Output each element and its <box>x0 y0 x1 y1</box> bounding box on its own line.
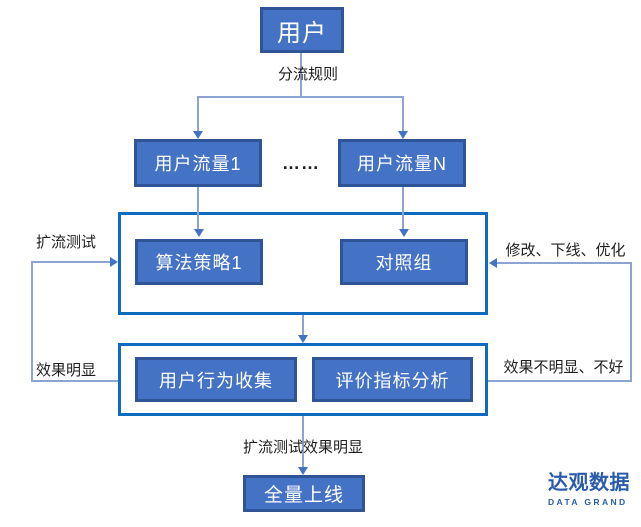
label-split-rule: 分流规则 <box>277 66 338 83</box>
node-traffic-1: 用户流量1 <box>134 139 262 187</box>
loop-left-bottom-horizontal <box>31 380 118 382</box>
label-expand-test-effect-obvious: 扩流测试效果明显 <box>242 439 363 456</box>
ellipsis-between-traffic-nodes: …… <box>282 152 320 173</box>
arrowhead-into-strategy1 <box>194 229 204 237</box>
connector-user-to-split <box>300 53 302 97</box>
node-full-launch: 全量上线 <box>243 475 365 512</box>
loop-right-top-horizontal <box>497 262 631 264</box>
strategy-group-frame <box>118 212 488 315</box>
loop-right-bottom-horizontal <box>488 380 632 382</box>
arrowhead-into-trafficN <box>398 131 408 139</box>
node-user: 用户 <box>260 7 344 53</box>
node-user-behavior-collection: 用户行为收集 <box>135 357 297 402</box>
logo-subtitle: DATA GRAND <box>548 497 628 507</box>
logo-name: 达观数据 <box>548 472 630 494</box>
node-algorithm-strategy-1: 算法策略1 <box>135 239 263 285</box>
datagrand-logo: 达观数据 DATA GRAND <box>548 472 638 507</box>
arrowhead-into-traffic1 <box>193 131 203 139</box>
label-effect-not-obvious: 效果不明显、不好 <box>503 359 624 376</box>
label-modify-offline-optimize: 修改、下线、优化 <box>505 242 626 259</box>
loop-left-top-horizontal <box>31 261 110 263</box>
connector-split-to-traffic1 <box>197 96 199 132</box>
label-effect-obvious: 效果明显 <box>35 362 96 379</box>
node-evaluation-metric-analysis: 评价指标分析 <box>312 357 473 402</box>
connector-split-to-trafficN <box>402 96 404 132</box>
connector-frame1-to-frame2 <box>302 315 304 336</box>
loop-left-vertical <box>31 261 33 382</box>
node-traffic-n: 用户流量N <box>338 139 466 187</box>
arrowhead-into-launch <box>298 467 308 475</box>
loop-right-vertical <box>630 262 632 382</box>
node-control-group: 对照组 <box>340 239 468 285</box>
connector-trafficN-to-control <box>402 187 404 231</box>
arrowhead-expand-test-into-frame <box>110 257 118 267</box>
connector-split-horizontal <box>197 96 404 98</box>
arrowhead-into-control <box>399 229 409 237</box>
analysis-group-frame <box>118 343 488 416</box>
connector-frame2-to-launch <box>302 416 304 468</box>
connector-traffic1-to-strategy1 <box>197 187 199 231</box>
arrowhead-modify-into-frame <box>489 258 497 268</box>
arrowhead-into-analysis-frame <box>298 335 308 343</box>
label-expand-test: 扩流测试 <box>35 234 96 251</box>
